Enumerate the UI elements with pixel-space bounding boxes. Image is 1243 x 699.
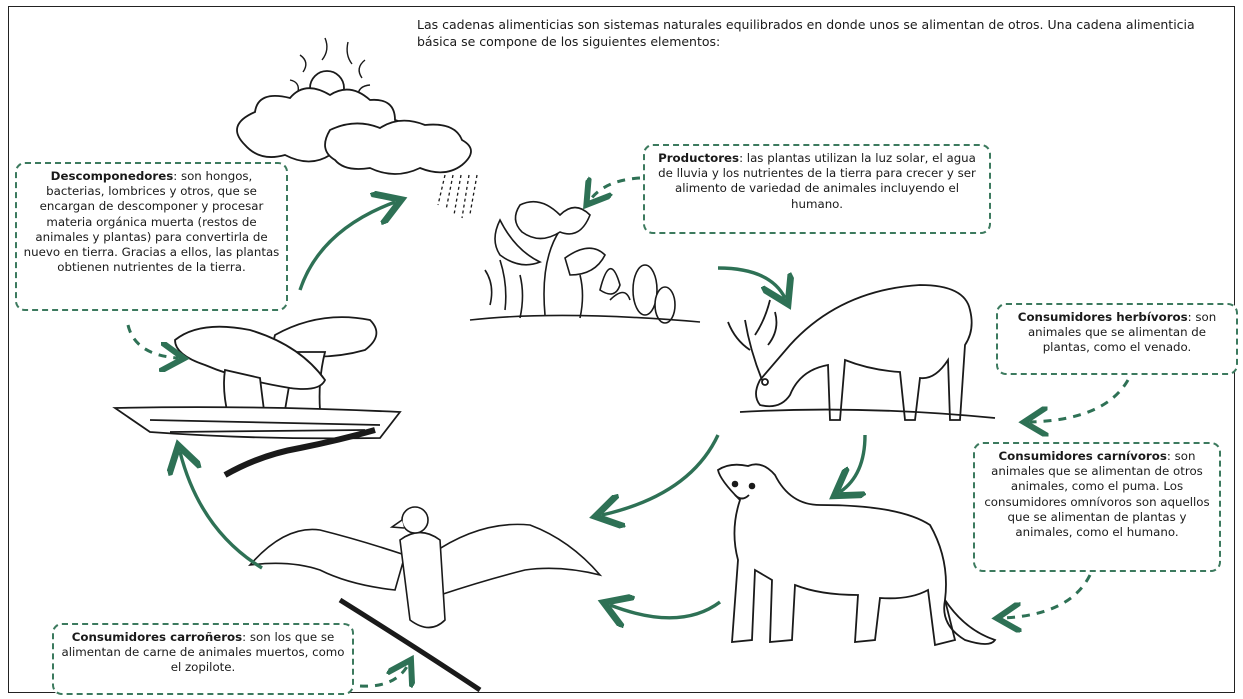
carroneros-term: Consumidores carroñeros bbox=[72, 630, 242, 644]
deer-illustration bbox=[728, 285, 995, 420]
herbivoros-term: Consumidores herbívoros bbox=[1018, 310, 1188, 324]
carroneros-box: Consumidores carroñeros: son los que se … bbox=[52, 623, 354, 695]
carnivoros-term: Consumidores carnívoros bbox=[999, 449, 1167, 463]
herbivoros-box: Consumidores herbívoros: son animales qu… bbox=[996, 303, 1238, 375]
puma-illustration bbox=[718, 464, 995, 645]
carnivoros-box: Consumidores carnívoros: son animales qu… bbox=[973, 442, 1221, 572]
productores-term: Productores bbox=[658, 151, 739, 165]
productores-box: Productores: las plantas utilizan la luz… bbox=[643, 144, 991, 234]
descomponedores-text: : son hongos, bacterias, lombrices y otr… bbox=[24, 169, 280, 274]
descomponedores-term: Descomponedores bbox=[51, 169, 174, 183]
mushrooms-illustration bbox=[115, 317, 400, 475]
descomponedores-box: Descomponedores: son hongos, bacterias, … bbox=[15, 162, 288, 311]
